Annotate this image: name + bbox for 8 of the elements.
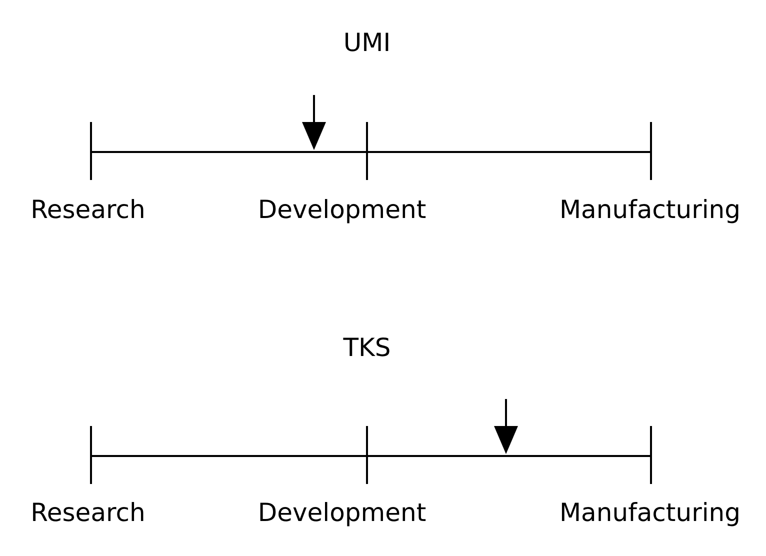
scale-title: TKS xyxy=(343,335,391,360)
stage-label: Research xyxy=(30,500,146,525)
stage-label: Development xyxy=(258,500,426,525)
stage-label: Manufacturing xyxy=(559,197,741,222)
stage-label: Manufacturing xyxy=(559,500,741,525)
scale-title: UMI xyxy=(343,30,391,55)
stage-label: Development xyxy=(258,197,426,222)
stage-label: Research xyxy=(30,197,146,222)
